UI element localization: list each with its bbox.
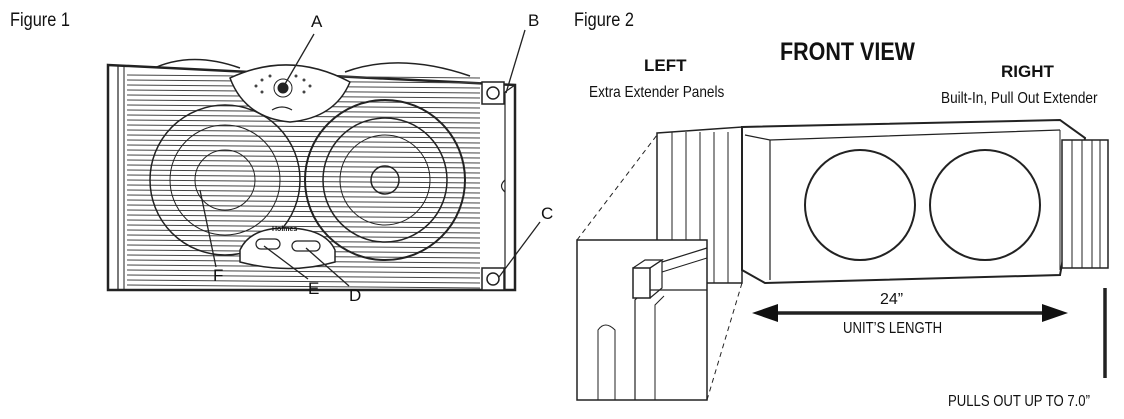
window-fan-illustration — [106, 29, 541, 292]
grille-slat — [126, 214, 481, 219]
pull-out-note: PULLS OUT UP TO 7.0” — [948, 393, 1090, 410]
grille-slat — [126, 179, 481, 184]
right-subheading: Built-In, Pull Out Extender — [941, 90, 1098, 107]
left-subheading: Extra Extender Panels — [589, 84, 725, 101]
panel-clip — [632, 267, 651, 299]
grille-slat — [126, 154, 481, 159]
grille-slat — [126, 144, 481, 149]
figure1-title: Figure 1 — [10, 10, 70, 31]
grille-slat — [126, 284, 481, 289]
bracket-top — [481, 81, 505, 105]
grille-slat — [126, 129, 481, 134]
grille-slat — [126, 124, 481, 129]
grille-slat — [126, 189, 481, 194]
grille-slat — [126, 134, 481, 139]
grille-slat — [126, 224, 481, 229]
grille-slat — [126, 169, 481, 174]
callout-e: E — [308, 279, 320, 298]
unit-body — [741, 118, 1087, 285]
front-view-diagram — [576, 118, 1109, 401]
grille-slat — [126, 194, 481, 199]
right-switch — [291, 240, 321, 252]
leader-a — [284, 33, 315, 85]
left-fan-blade — [149, 104, 301, 256]
brand-logo-text: Holmes — [272, 226, 298, 233]
grille-slat — [126, 159, 481, 164]
callout-c: C — [541, 204, 554, 223]
grille-slat — [126, 279, 481, 284]
leader-f — [199, 189, 217, 268]
callout-d: D — [349, 286, 362, 305]
left-arrowhead — [752, 304, 778, 322]
grille-slat — [126, 274, 481, 279]
grille-slat — [126, 139, 481, 144]
bracket-bottom — [481, 267, 505, 291]
right-fan-opening — [929, 149, 1041, 261]
leader-b — [505, 29, 526, 94]
leader-e — [263, 245, 309, 280]
control-dial — [277, 82, 289, 94]
length-label: UNIT’S LENGTH — [843, 320, 943, 337]
left-fan-opening — [804, 149, 916, 261]
grille-slat — [126, 174, 481, 179]
right-pull-out-extender — [1061, 139, 1109, 269]
right-heading: RIGHT — [1001, 62, 1054, 81]
leader-d — [305, 247, 350, 287]
leader-c — [498, 221, 541, 278]
detail-inset — [576, 239, 708, 401]
callout-a: A — [311, 12, 323, 31]
grille-slat — [126, 269, 481, 274]
grille-slat — [126, 199, 481, 204]
grille-slat — [126, 219, 481, 224]
figure2-title: Figure 2 — [574, 10, 634, 31]
callout-b: B — [528, 11, 540, 30]
length-value: 24” — [880, 291, 904, 308]
grille-slat — [126, 184, 481, 189]
left-heading: LEFT — [644, 56, 687, 75]
grille-slat — [126, 164, 481, 169]
grille-slat — [126, 209, 481, 214]
right-fan-blade — [304, 99, 466, 261]
callout-f: F — [213, 266, 224, 285]
grille-slat — [126, 119, 481, 124]
right-arrowhead — [1042, 304, 1068, 322]
bottom-switch-panel — [239, 227, 336, 270]
front-view-title: FRONT VIEW — [780, 38, 915, 66]
